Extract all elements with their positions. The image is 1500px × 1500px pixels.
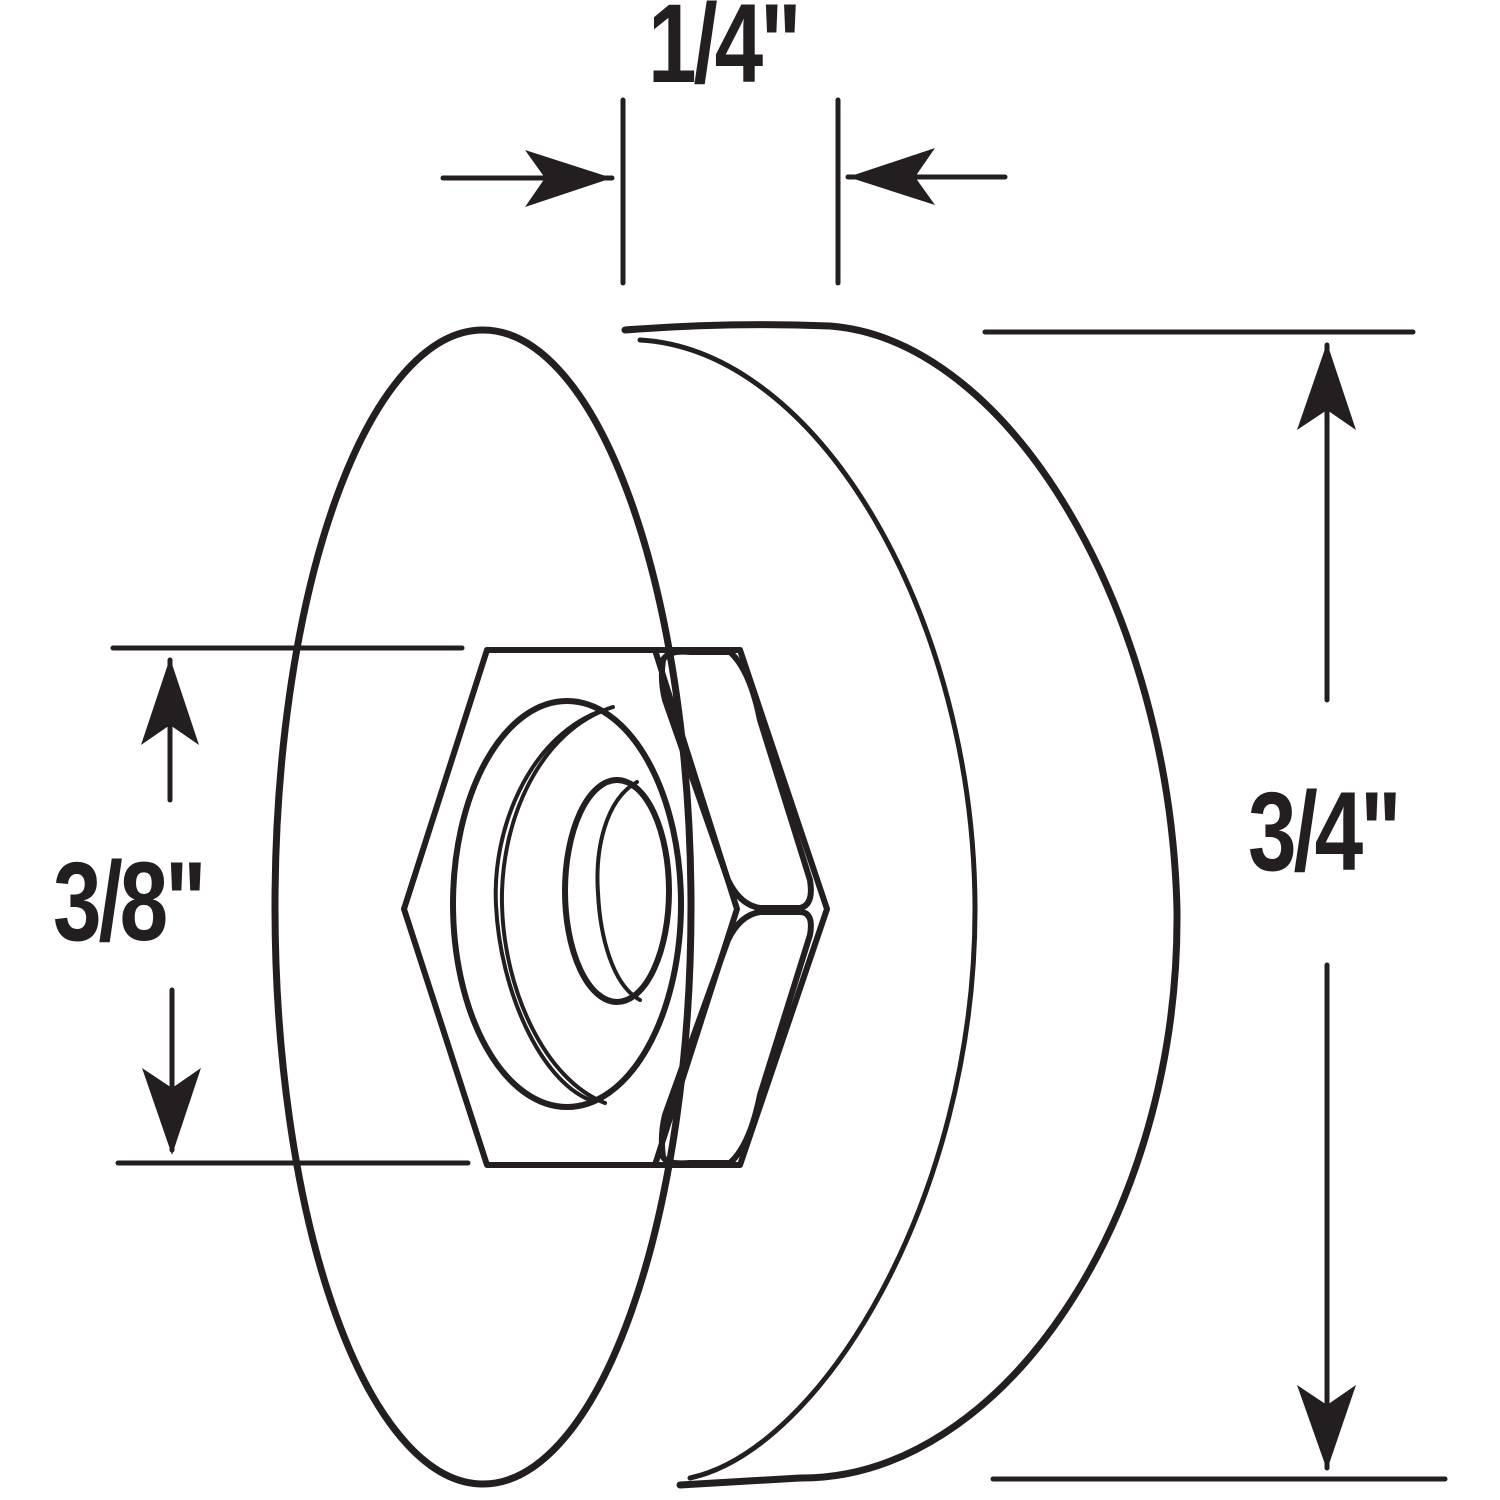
height-dimension-label: 3/4": [1248, 769, 1401, 894]
wheel-face-edge: [637, 337, 978, 1481]
nut-dimension-label: 3/8": [53, 839, 206, 964]
bushing: [450, 698, 684, 1110]
hex-nut: [401, 647, 830, 1168]
wheel-rim: [271, 321, 1181, 1489]
width-dimension-label: 1/4": [648, 0, 801, 106]
nut-dimension: [110, 645, 471, 1166]
height-dimension: [982, 329, 1448, 1482]
width-dimension: [440, 97, 1008, 286]
